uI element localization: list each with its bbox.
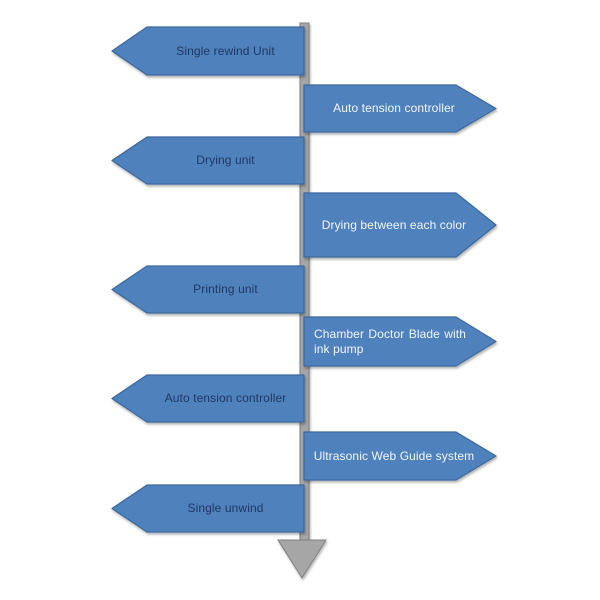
right-arrow-shape-chamber-doctor-blade: [303, 316, 497, 367]
left-arrow-shape-auto-tension-controller: [111, 374, 305, 423]
left-arrow-shape-single-unwind: [111, 484, 305, 533]
down-arrowhead-icon: [277, 539, 327, 579]
left-arrow-shape-drying-unit: [111, 136, 305, 185]
right-arrow-shape-drying-between-each-color: [303, 192, 497, 258]
right-arrow-shape-auto-tension-controller: [303, 84, 497, 133]
right-arrow-shape-ultrasonic-web-guide: [303, 431, 497, 481]
left-arrow-shape-printing-unit: [111, 265, 305, 314]
left-arrow-shape-single-rewind-unit: [111, 26, 305, 76]
